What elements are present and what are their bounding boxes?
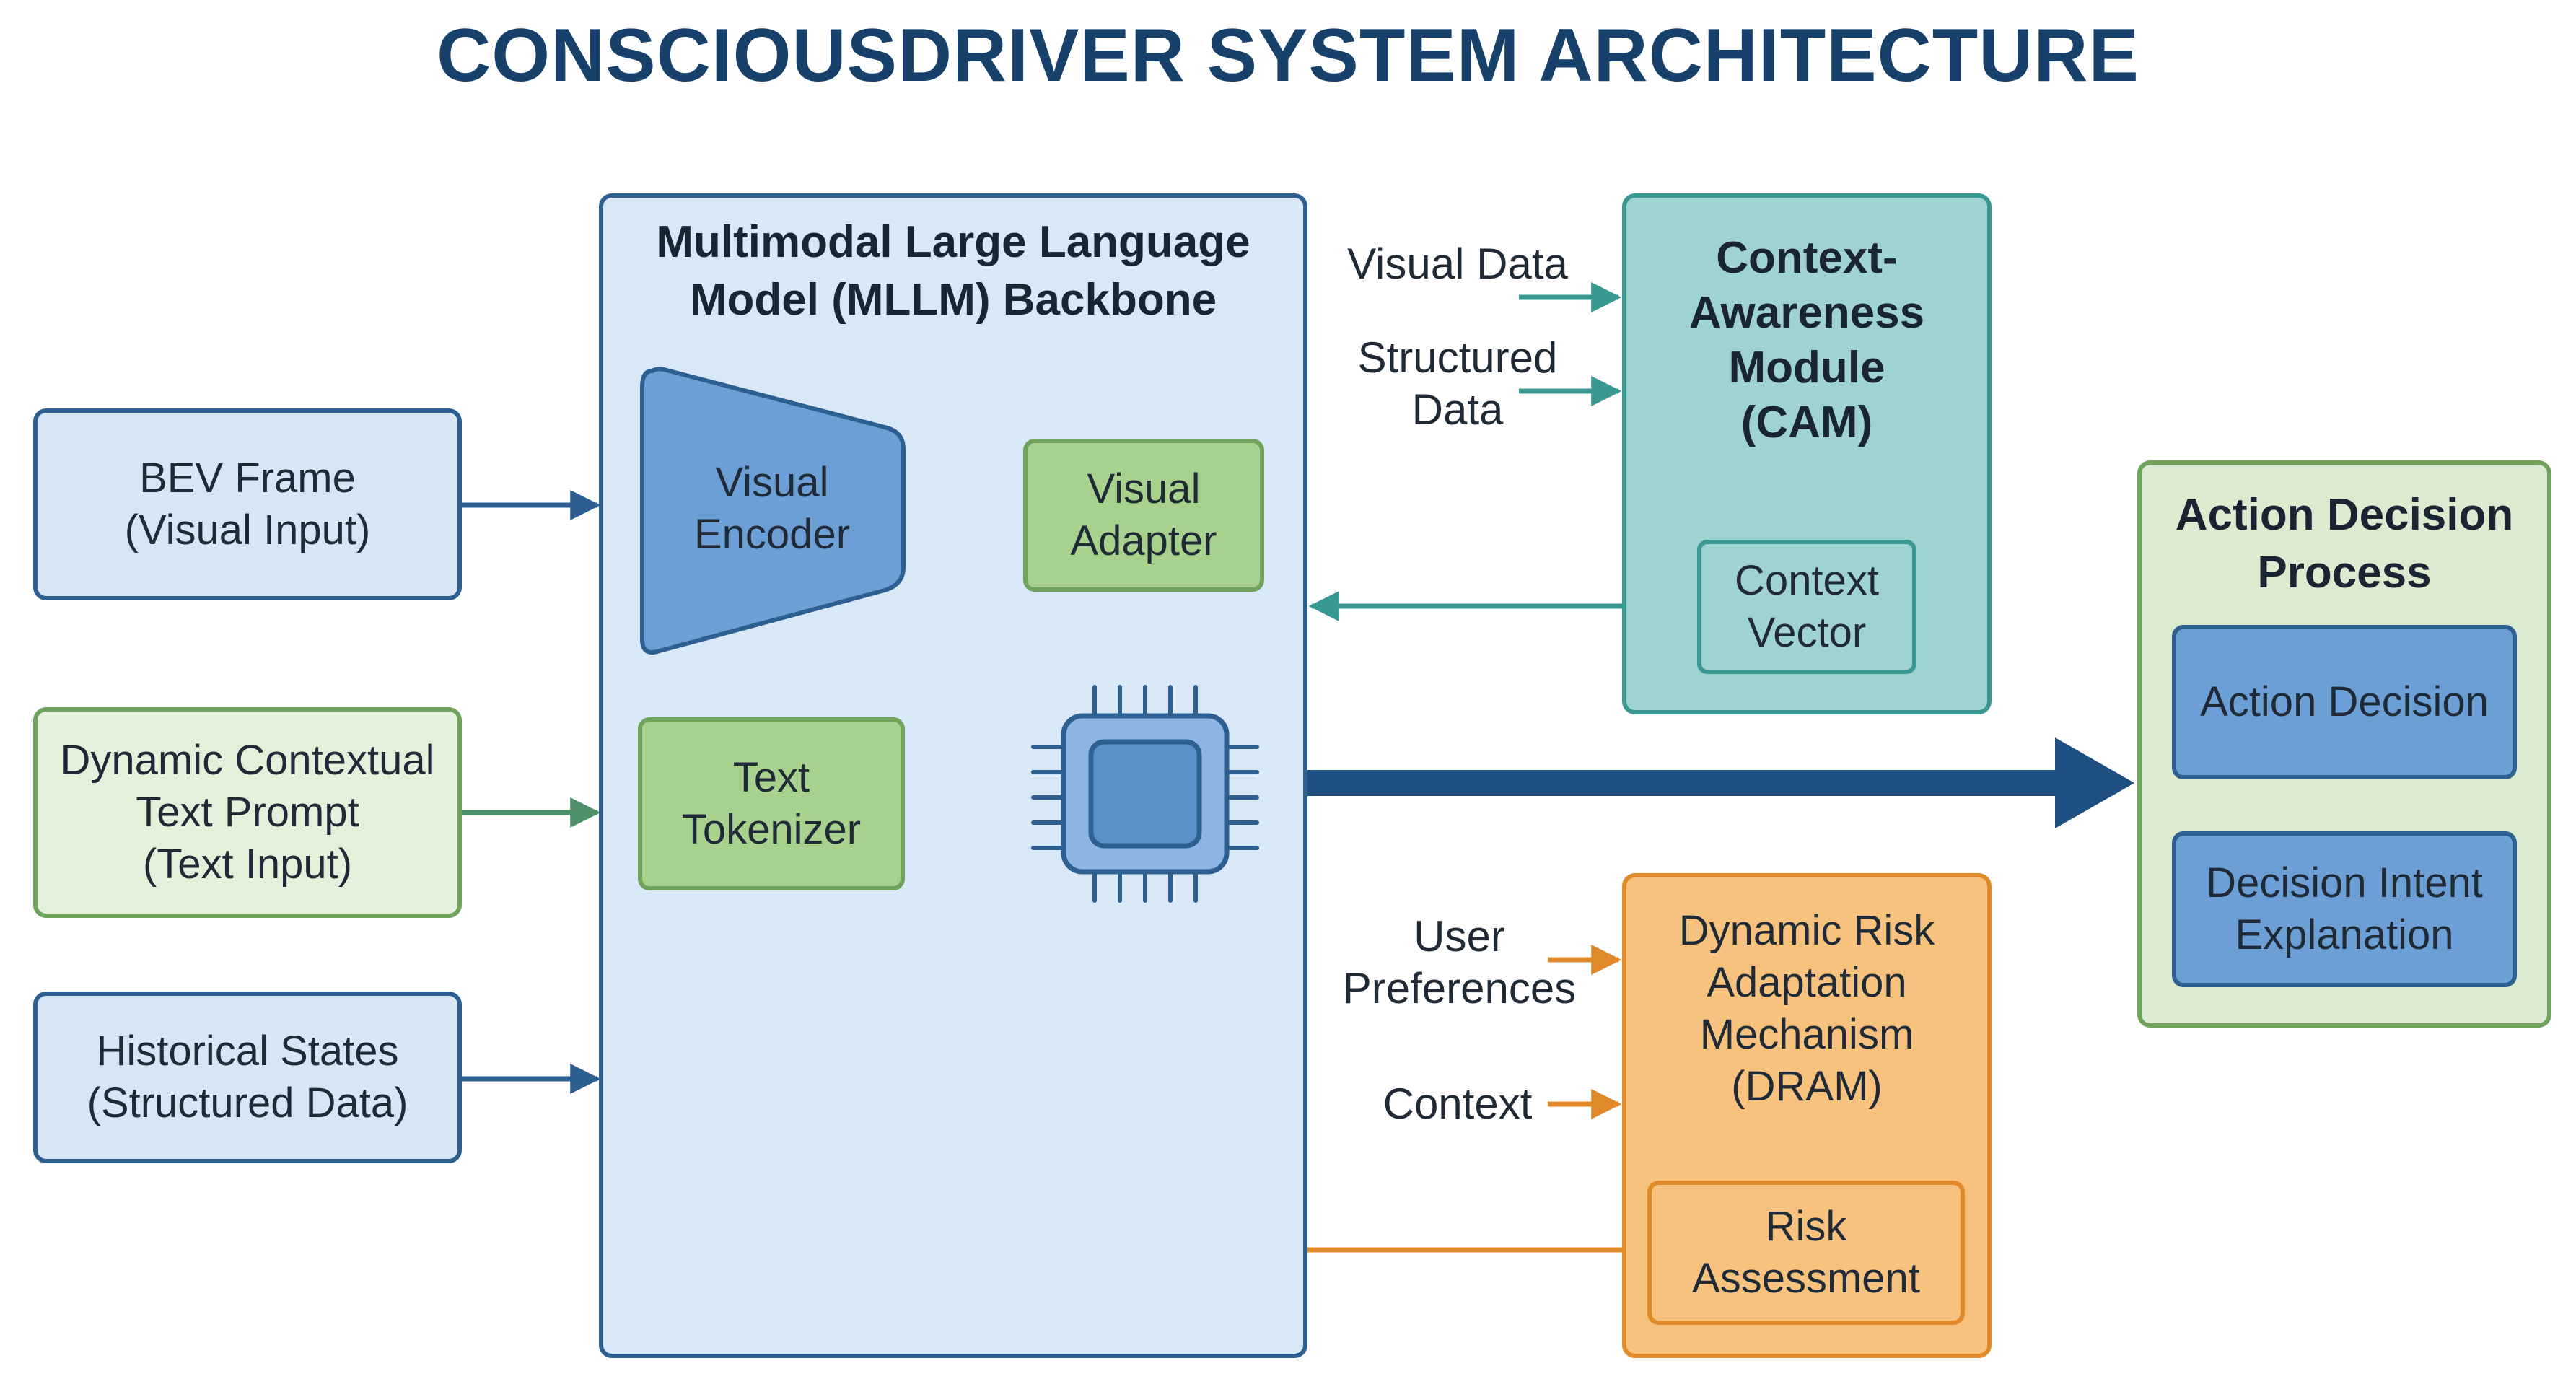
visual-encoder-box: Visual Encoder: [649, 433, 895, 585]
cam-title: Context- Awareness Module (CAM): [1688, 233, 1925, 447]
diagram-title: CONSCIOUSDRIVER SYSTEM ARCHITECTURE: [437, 14, 2139, 97]
cam-input-structured-data: Structured Data: [1357, 333, 1558, 434]
bev-frame-box: BEV Frame (Visual Input): [33, 408, 462, 600]
cam-input-visual-data: Visual Data: [1347, 240, 1568, 288]
risk-assessment-label: Risk Assessment: [1692, 1203, 1920, 1302]
text-prompt-label: Dynamic Contextual Text Prompt (Text Inp…: [60, 737, 435, 888]
cam-box: Context- Awareness Module (CAM): [1622, 193, 1992, 714]
context-vector-box: Context Vector: [1697, 540, 1916, 674]
bev-frame-label: BEV Frame (Visual Input): [124, 455, 371, 553]
decision-intent-explanation-label: Decision Intent Explanation: [2206, 859, 2483, 958]
main-output-arrow-head: [2055, 737, 2134, 828]
visual-encoder-label: Visual Encoder: [693, 459, 851, 558]
dram-input-user-preferences: User Preferences: [1342, 912, 1577, 1012]
action-decision-box: Action Decision: [2172, 625, 2517, 779]
visual-adapter-label: Visual Adapter: [1070, 465, 1217, 564]
dram-input-context: Context: [1383, 1080, 1533, 1128]
visual-encoder-shape: [640, 367, 906, 655]
action-decision-process-title: Action Decision Process: [2175, 490, 2514, 597]
visual-adapter-box: Visual Adapter: [1023, 439, 1264, 592]
text-prompt-box: Dynamic Contextual Text Prompt (Text Inp…: [33, 707, 462, 918]
mllm-backbone-title: Multimodal Large Language Model (MLLM) B…: [656, 217, 1250, 325]
text-tokenizer-label: Text Tokenizer: [681, 754, 862, 853]
decision-intent-explanation-box: Decision Intent Explanation: [2172, 831, 2517, 987]
text-tokenizer-box: Text Tokenizer: [638, 717, 905, 890]
historical-states-label: Historical States (Structured Data): [87, 1028, 408, 1126]
action-decision-label: Action Decision: [2200, 678, 2489, 725]
historical-states-box: Historical States (Structured Data): [33, 992, 462, 1163]
cpu-chip-icon: [1031, 685, 1259, 903]
dram-title: Dynamic Risk Adaptation Mechanism (DRAM): [1678, 907, 1935, 1110]
risk-assessment-box: Risk Assessment: [1647, 1181, 1965, 1325]
main-output-arrow-shaft: [1307, 770, 2065, 796]
context-vector-label: Context Vector: [1735, 557, 1879, 656]
